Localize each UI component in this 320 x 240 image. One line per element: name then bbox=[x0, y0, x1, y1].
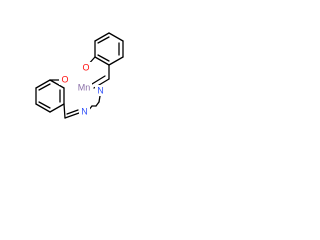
bond-ring2-imine-carbon bbox=[63, 103, 66, 119]
bond-ring2-1 bbox=[35, 79, 51, 89]
bond-lines bbox=[35, 32, 124, 119]
bond-ring2-inner-1 bbox=[38, 83, 51, 91]
atom-nitrogen-right: N bbox=[97, 86, 104, 96]
atom-oxygen-upper: O bbox=[82, 63, 89, 73]
o-upper-bg bbox=[80, 62, 92, 73]
bond-bridge-top bbox=[98, 95, 101, 103]
atom-labels: O O Mn N N bbox=[59, 62, 106, 117]
atom-nitrogen-left: N bbox=[81, 107, 88, 117]
n-right-bg bbox=[95, 85, 106, 96]
bond-ring2-5 bbox=[35, 103, 51, 113]
bond-bridge-right bbox=[95, 101, 100, 107]
atom-oxygen-lower: O bbox=[61, 75, 68, 85]
bond-imine-lower-double bbox=[66, 109, 79, 115]
bond-ring2-4 bbox=[49, 103, 65, 113]
salen-manganese-structure: O O Mn N N bbox=[35, 32, 124, 119]
bond-ring1-5 bbox=[108, 56, 124, 66]
bond-ring1-3 bbox=[108, 32, 124, 42]
bond-imine-lower bbox=[64, 112, 80, 119]
atom-manganese: Mn bbox=[78, 83, 91, 93]
bond-ring2-inner-3 bbox=[38, 101, 51, 109]
metal-bg bbox=[76, 82, 92, 93]
n-left-bg bbox=[79, 106, 90, 117]
bond-imine-upper-double bbox=[91, 75, 106, 85]
bond-ring1-inner-3 bbox=[97, 54, 110, 62]
bond-ring1-6 bbox=[94, 56, 110, 66]
o-lower-bg bbox=[59, 74, 71, 85]
bond-ring2-2 bbox=[49, 79, 65, 89]
bond-ring1-inner-1 bbox=[97, 36, 110, 44]
bond-ring1-2 bbox=[94, 32, 110, 42]
